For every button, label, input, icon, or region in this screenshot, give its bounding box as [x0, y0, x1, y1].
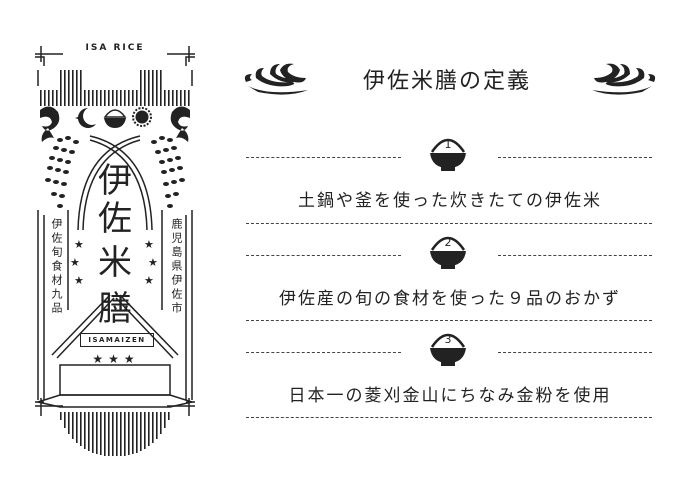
- left-vertical-text: 伊佐旬食材九品: [50, 218, 63, 316]
- item-number: 1: [444, 138, 452, 151]
- definition-item-2: 伊佐産の旬の食材を使った９品のおかず: [279, 289, 621, 309]
- definition-item-1: 土鍋や釜を使った炊きたての伊佐米: [298, 191, 602, 211]
- rice-bowl-icon: [103, 109, 127, 128]
- emblem-artwork: [35, 46, 195, 456]
- isamaizen-banner: ISAMAIZEN: [80, 333, 154, 347]
- item-number: 2: [444, 236, 452, 249]
- divider-dashed: [498, 352, 652, 353]
- bottom-stars: ★★★: [92, 352, 140, 366]
- definitions-panel: 伊佐米膳の定義 1 土鍋や釜を使った炊きたての伊佐米 2 伊佐産の旬の食材を使っ…: [240, 60, 660, 460]
- divider-dashed: [246, 223, 652, 224]
- divider-dashed: [246, 417, 652, 418]
- right-stars: ★★★: [144, 238, 158, 287]
- title-char-4: 膳: [98, 289, 132, 329]
- divider-dashed: [246, 255, 401, 256]
- right-vertical-text: 鹿児島県伊佐市: [170, 218, 183, 316]
- definitions-title: 伊佐米膳の定義: [362, 69, 531, 94]
- divider-dashed: [498, 255, 652, 256]
- moon-icon: [75, 108, 96, 128]
- rice-bowl-number-2: 2: [426, 230, 470, 270]
- title-char-1: 伊: [98, 161, 132, 201]
- rice-bowl-number-1: 1: [426, 132, 470, 172]
- isamaizen-emblem: ISA RICE 伊 佐 米 膳 伊佐旬食材九品 鹿児島県伊佐市 ★★★ ★★★…: [30, 40, 200, 460]
- divider-dashed: [246, 157, 401, 158]
- left-stars: ★★★: [70, 238, 84, 287]
- title-char-3: 米: [98, 243, 132, 283]
- divider-dashed: [246, 320, 652, 321]
- isa-rice-label: ISA RICE: [85, 43, 145, 53]
- wave-ornament-right-icon: [592, 63, 656, 95]
- divider-dashed: [246, 352, 401, 353]
- definition-item-3: 日本一の菱刈金山にちなみ金粉を使用: [288, 386, 612, 406]
- title-char-2: 佐: [98, 199, 132, 239]
- wave-ornament-left-icon: [244, 63, 308, 95]
- item-number: 3: [444, 333, 452, 346]
- rice-bowl-number-3: 3: [426, 327, 470, 367]
- divider-dashed: [498, 157, 652, 158]
- sun-icon: [132, 107, 152, 127]
